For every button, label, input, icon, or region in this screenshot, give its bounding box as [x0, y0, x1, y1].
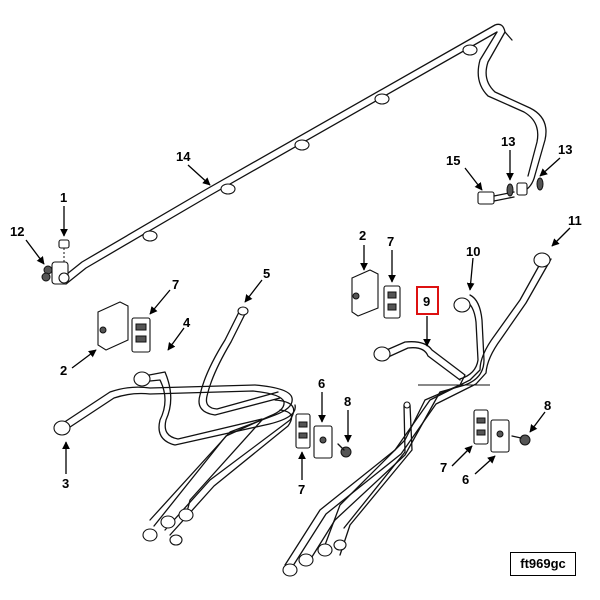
bracket-2-left	[97, 301, 129, 351]
callout-2-left: 2	[60, 363, 67, 378]
plate-6-lower-right	[490, 419, 510, 453]
callout-9: 9	[423, 294, 430, 309]
supply-tube-14	[61, 23, 547, 285]
callout-14: 14	[176, 149, 191, 164]
callout-10: 10	[466, 244, 480, 259]
callout-13-b: 13	[558, 142, 572, 157]
bolt-8-lower-left	[337, 443, 352, 458]
highlight-box-9	[416, 286, 439, 315]
callout-8-left: 8	[344, 394, 351, 409]
clamp-7-left	[131, 317, 151, 353]
clamp-7-right	[383, 285, 401, 319]
clamp-7-lower-left	[295, 413, 311, 449]
figure-code-label: ft969gc	[510, 552, 576, 576]
callout-13-a: 13	[501, 134, 515, 149]
bracket-2-right	[351, 269, 379, 317]
right-tube-nuts	[282, 252, 551, 577]
callout-15: 15	[446, 153, 460, 168]
callout-6-right: 6	[462, 472, 469, 487]
callout-labels: 14 13 13 15 1 12 11 10 2 7 9 5 7 4 2 6 8…	[10, 134, 582, 497]
callout-12: 12	[10, 224, 24, 239]
callout-7-lower-right: 7	[440, 460, 447, 475]
left-injector-tube-bundle	[59, 309, 296, 536]
callout-11: 11	[568, 213, 582, 228]
washers-13	[506, 177, 544, 197]
callout-7-lower-left: 7	[298, 482, 305, 497]
callout-7-left: 7	[172, 277, 179, 292]
callout-3: 3	[62, 476, 69, 491]
bolt-8-lower-right	[511, 434, 531, 446]
callout-1: 1	[60, 190, 67, 205]
callout-2-upper: 2	[359, 228, 366, 243]
right-injector-tube-bundle	[284, 254, 552, 570]
bolt-1	[58, 239, 70, 262]
callout-8-right: 8	[544, 398, 551, 413]
callout-4: 4	[183, 315, 191, 330]
left-tube-nuts	[53, 306, 249, 546]
callout-7-upper: 7	[387, 234, 394, 249]
banjo-fitting-12	[41, 261, 70, 285]
callout-5: 5	[263, 266, 270, 281]
callout-6-left: 6	[318, 376, 325, 391]
callout-leaders	[25, 150, 571, 480]
plate-6-lower-left	[313, 425, 333, 459]
clamp-7-lower-right	[473, 409, 489, 445]
